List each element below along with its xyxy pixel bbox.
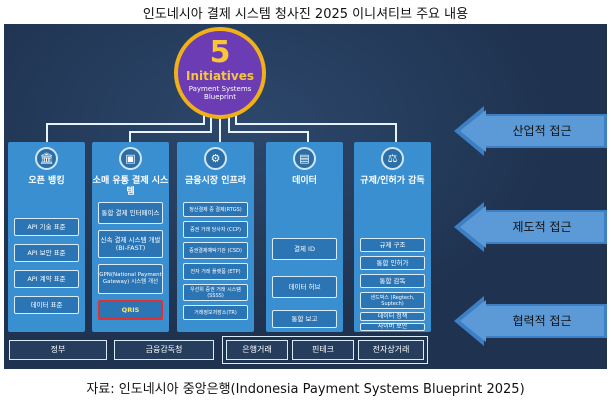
- gavel-icon: ⚖: [381, 147, 404, 170]
- list-item: 데이터 표준: [14, 296, 79, 314]
- source-caption: 자료: 인도네시아 중앙은행(Indonesia Payment Systems…: [86, 382, 525, 397]
- page-title: 인도네시아 결제 시스템 청사진 2025 이니셔티브 주요 내용: [142, 7, 469, 22]
- initiatives-badge: 5 Initiatives Payment Systems Blueprint: [174, 27, 266, 119]
- column-data: ▤ 데이터 결제 ID 데이터 허브 통합 보고: [266, 142, 343, 332]
- column-heading: 데이터: [292, 176, 317, 186]
- left-arrow-icon: [454, 106, 607, 156]
- list-item: 데이터 허브: [272, 276, 337, 298]
- list-item: 데이터 정책: [360, 312, 425, 321]
- list-item: 통합 보고: [272, 310, 337, 328]
- list-item: 통합 감독: [360, 274, 425, 288]
- stakeholder-fsa: 금융감독청: [114, 340, 214, 360]
- badge-number: 5: [209, 35, 231, 70]
- list-item: 통합 인허가: [360, 256, 425, 270]
- blueprint-panel: 5 Initiatives Payment Systems Blueprint …: [4, 24, 607, 369]
- column-heading: 소매 유통 결제 시스템: [92, 176, 169, 197]
- data-icon: ▤: [293, 147, 316, 170]
- list-item: API 기술 표준: [14, 218, 79, 236]
- bank-icon: 🏛: [35, 147, 58, 170]
- sector-fintech: 핀테크: [292, 340, 354, 360]
- left-arrow-icon: [454, 296, 607, 346]
- connector-1: [46, 102, 205, 142]
- list-item: 증권 거래 당사자 (CCP): [183, 221, 248, 238]
- column-heading: 규제/인허가 감독: [360, 176, 425, 186]
- column-open-banking: 🏛 오픈 뱅킹 API 기술 표준 API 보안 표준 API 계약 표준 데이…: [8, 142, 85, 332]
- column-retail-payment: ▣ 소매 유통 결제 시스템 통합 결제 인터페이스 신속 결제 시스템 개발(…: [92, 142, 169, 332]
- approach-label: 산업적 접근: [512, 124, 572, 138]
- approach-arrow-institutional: 제도적 접근: [454, 202, 607, 252]
- mobile-payment-icon: ▣: [119, 147, 142, 170]
- list-item: API 보안 표준: [14, 244, 79, 262]
- connector-4: [228, 114, 309, 142]
- badge-label: Initiatives: [185, 69, 255, 83]
- list-item: 우선위 증권 거래 시스템(SSSS): [183, 284, 248, 301]
- column-heading: 금융시장 인프라: [184, 176, 247, 186]
- sector-group: [222, 336, 428, 364]
- list-item: 결제 ID: [272, 238, 337, 260]
- left-arrow-icon: [454, 202, 607, 252]
- approach-label: 협력적 접근: [512, 314, 572, 328]
- sector-banking: 은행거래: [226, 340, 288, 360]
- approach-label: 제도적 접근: [512, 220, 572, 234]
- approach-arrow-collaborative: 협력적 접근: [454, 296, 607, 346]
- approach-arrow-industrial: 산업적 접근: [454, 106, 607, 156]
- list-item: 증권결제예탁기관 (CSD): [183, 242, 248, 259]
- connector-2: [129, 114, 212, 142]
- list-item-highlighted: QRIS: [98, 300, 163, 320]
- badge-subtitle: Payment Systems Blueprint: [188, 85, 252, 101]
- list-item: 사이버 보안: [360, 323, 425, 331]
- list-item: 통합 결제 인터페이스: [98, 202, 163, 224]
- list-item: 전자 거래 플랫폼 (ETP): [183, 263, 248, 280]
- list-item: 규제 구조: [360, 238, 425, 252]
- sector-ecommerce: 전자상거래: [358, 340, 424, 360]
- column-heading: 오픈 뱅킹: [28, 176, 65, 186]
- column-market-infrastructure: ⚙ 금융시장 인프라 청산결제 중 결제(RTGS) 증권 거래 당사자 (CC…: [177, 142, 254, 332]
- list-item: API 계약 표준: [14, 270, 79, 288]
- gear-icon: ⚙: [204, 147, 227, 170]
- list-item: 거래정보저장소(TR): [183, 305, 248, 320]
- stakeholder-government: 정부: [9, 340, 107, 360]
- list-item: 샌드박스 (Regtech, Suptech): [360, 292, 425, 309]
- list-item: GPN(National Payment Gateway) 시스템 개선: [98, 264, 163, 294]
- list-item: 신속 결제 시스템 개발(BI-FAST): [98, 230, 163, 258]
- connector-5: [235, 102, 397, 142]
- column-regulation: ⚖ 규제/인허가 감독 규제 구조 통합 인허가 통합 감독 샌드박스 (Reg…: [354, 142, 431, 332]
- list-item: 청산결제 중 결제(RTGS): [183, 202, 248, 217]
